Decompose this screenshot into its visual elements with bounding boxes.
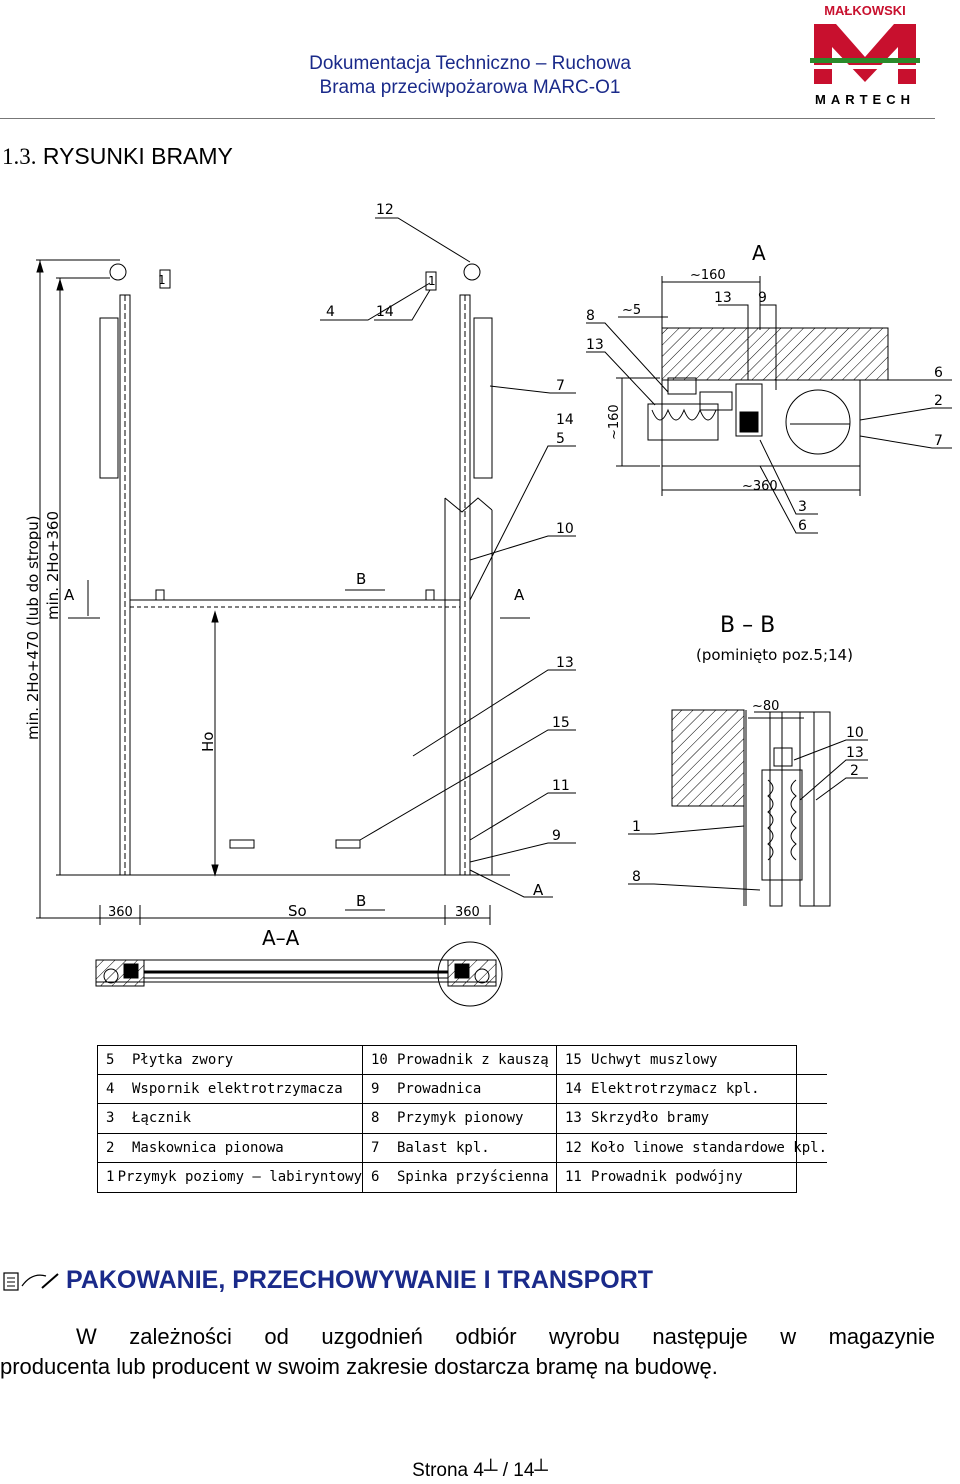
callout: 10 — [846, 725, 864, 741]
section-heading: 1.3. RYSUNKI BRAMY — [2, 143, 233, 170]
callout: 2 — [850, 763, 859, 779]
callout: 1 — [158, 273, 166, 287]
dim-360: ~360 — [742, 479, 778, 494]
callout: 13 — [586, 337, 604, 353]
callout: 14 — [556, 412, 574, 428]
drawing-annotations: min. 2Ho+470 (lub do stropu) min. 2Ho+36… — [24, 202, 943, 950]
page-footer: Strona 4┴ / 14┴ — [412, 1460, 548, 1481]
callout: 11 — [552, 778, 570, 794]
callout: 13 — [846, 745, 864, 761]
section-aa — [95, 941, 503, 1007]
callout: 6 — [934, 365, 943, 381]
callout: 3 — [798, 499, 807, 515]
mark-a-title: A — [752, 241, 766, 265]
header-subtitle: Brama przeciwpożarowa MARC-O1 — [319, 77, 621, 98]
dim-height-total: min. 2Ho+470 (lub do stropu) — [24, 515, 42, 740]
dim-width-right: 360 — [455, 905, 480, 920]
logo-text-top: MAŁKOWSKI — [824, 3, 906, 18]
callout: 9 — [758, 290, 767, 306]
packing-paragraph: W zależności od uzgodnień odbiór wyrobu … — [0, 1322, 935, 1382]
section-bb-note: (pominięto poz.5;14) — [696, 646, 853, 664]
pencil-note-icon — [3, 1271, 59, 1291]
mark-a-left: A — [64, 586, 75, 604]
callout: 9 — [552, 828, 561, 844]
paragraph-line-1: W zależności od uzgodnień odbiór wyrobu … — [76, 1324, 935, 1349]
dim-160-w: ~160 — [690, 268, 726, 283]
callout: 7 — [556, 378, 565, 394]
section-aa-label: A–A — [262, 926, 300, 950]
callout: 1 — [428, 274, 436, 288]
callout: 4 — [326, 304, 335, 320]
dim-so: So — [288, 902, 307, 920]
callout: 13 — [556, 655, 574, 671]
dim-ho: Ho — [199, 732, 217, 752]
callout: 10 — [556, 521, 574, 537]
detail-a — [586, 276, 952, 534]
section-bb-label: B – B — [720, 613, 775, 638]
callout: 13 — [714, 290, 732, 306]
packing-heading: PAKOWANIE, PRZECHOWYWANIE I TRANSPORT — [2, 1266, 653, 1295]
front-elevation — [36, 217, 576, 925]
dim-5: ~5 — [622, 303, 641, 318]
callout: 8 — [586, 308, 595, 324]
detail-bb — [628, 709, 868, 907]
header-rule — [0, 118, 935, 119]
callout: 6 — [798, 518, 807, 534]
callout: 14 — [376, 304, 394, 320]
header-title: Dokumentacja Techniczno – Ruchowa — [309, 53, 631, 74]
callout: 12 — [376, 202, 394, 218]
paragraph-line-2: producenta lub producent w swoim zakresi… — [0, 1354, 718, 1379]
dim-80: ~80 — [752, 699, 779, 714]
mark-a-right: A — [514, 586, 525, 604]
company-logo: MAŁKOWSKI MARTECH — [810, 3, 920, 107]
dim-width-left: 360 — [108, 905, 133, 920]
mark-a-detail: A — [533, 881, 544, 899]
packing-title: PAKOWANIE, PRZECHOWYWANIE I TRANSPORT — [66, 1266, 654, 1294]
mark-b-bottom: B — [356, 892, 366, 910]
callout: 8 — [632, 869, 641, 885]
technical-drawing: min. 2Ho+470 (lub do stropu) min. 2Ho+36… — [24, 202, 952, 1007]
section-number: 1.3. — [2, 144, 37, 169]
document-header: Dokumentacja Techniczno – Ruchowa Brama … — [250, 52, 690, 100]
dim-160-h: ~160 — [607, 404, 622, 440]
mark-b-top: B — [356, 570, 366, 588]
logo-text-bottom: MARTECH — [815, 92, 915, 107]
section-title: RYSUNKI BRAMY — [42, 143, 233, 169]
callout: 5 — [556, 431, 565, 447]
callout: 1 — [632, 819, 641, 835]
callout: 2 — [934, 393, 943, 409]
dim-height-min: min. 2Ho+360 — [44, 511, 62, 620]
callout: 15 — [552, 715, 570, 731]
callout: 7 — [934, 433, 943, 449]
